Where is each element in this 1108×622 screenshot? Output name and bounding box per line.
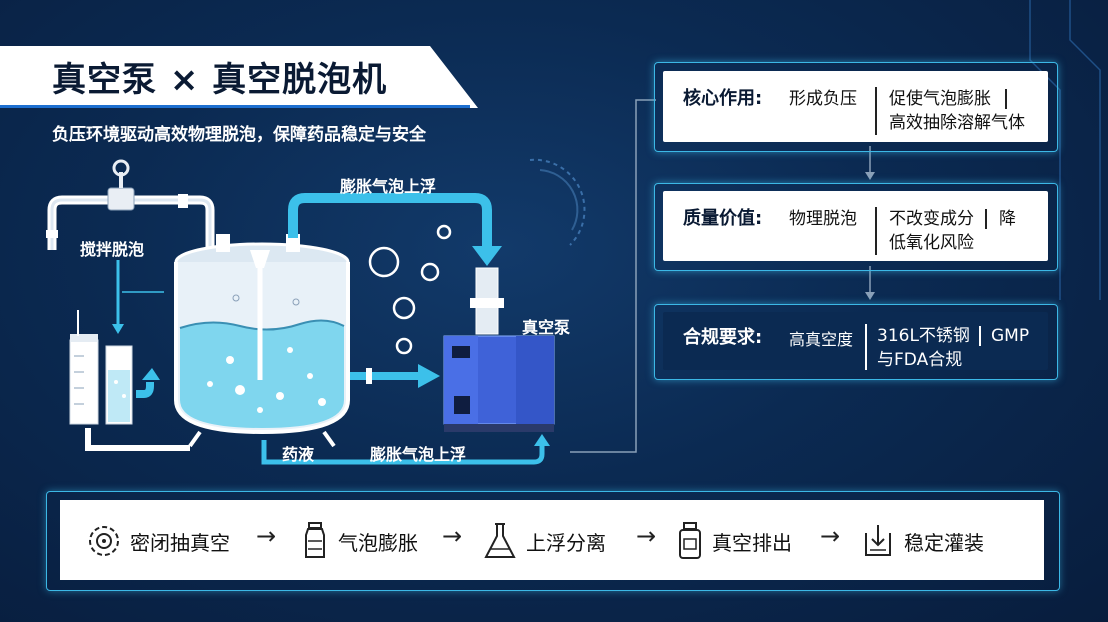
step-label: 稳定灌装: [904, 530, 984, 555]
title-banner: [0, 46, 478, 108]
flow-arrow-icon: [112, 324, 124, 334]
card-key: 核心作用:: [683, 88, 763, 109]
card-value: 与FDA合规: [877, 350, 963, 370]
process-step-2: 气泡膨胀: [300, 520, 418, 562]
deaeration-diagram: [46, 159, 555, 465]
step-label: 气泡膨胀: [338, 530, 418, 555]
card-value: 低氧化风险: [889, 233, 974, 253]
flow-line: [136, 382, 154, 398]
pipe-joint: [366, 368, 372, 384]
fill-tray-icon: [865, 525, 891, 556]
bubbles: [368, 224, 452, 355]
process-arrow: →: [636, 522, 657, 550]
return-pipe: [261, 440, 545, 465]
vacuum-pipe-top: [288, 193, 492, 250]
label-pump: 真空泵: [522, 318, 571, 337]
card-value: 形成负压: [789, 89, 857, 109]
card-value: 物理脱泡: [789, 209, 857, 229]
step-label: 密闭抽真空: [130, 530, 230, 555]
step-label: 上浮分离: [526, 530, 606, 555]
process-step-5: 稳定灌装: [860, 520, 984, 562]
vacuum-gear-icon: [89, 526, 119, 556]
card-key: 合规要求:: [683, 327, 763, 348]
card-value: 高真空度: [789, 330, 854, 349]
card-value: 316L不锈钢: [877, 326, 970, 346]
card-core: 核心作用: 形成负压 促使气泡膨胀 高效抽除溶解气体: [663, 71, 1048, 142]
process-arrow: →: [256, 522, 277, 550]
process-step-4: 真空排出: [676, 520, 792, 562]
pump-column: [470, 267, 504, 335]
vacuum-pump: [443, 335, 555, 432]
divider: [875, 207, 877, 255]
card-value: 不改变成分: [889, 209, 974, 229]
card-value: 促使气泡膨胀: [889, 89, 991, 109]
card-frame-compliance: [654, 304, 1058, 380]
flow-arrow-icon: [418, 364, 440, 388]
bottom-pipe: [85, 428, 190, 451]
divider: [875, 87, 877, 135]
flow-arrow-icon: [472, 246, 502, 266]
card-quality: 质量价值: 物理脱泡 不改变成分 降 低氧化风险: [663, 191, 1048, 261]
label-stir: 搅拌脱泡: [80, 240, 145, 259]
card-compliance: 合规要求: 高真空度 316L不锈钢 GMP 与FDA合规: [663, 312, 1048, 370]
pipe-joint: [178, 194, 188, 208]
graduated-cylinders: [69, 310, 133, 425]
flow-arrow-icon: [142, 368, 160, 380]
card-key: 质量价值:: [683, 208, 763, 229]
process-frame: [46, 491, 1060, 591]
label-rising-top: 膨胀气泡上浮: [340, 177, 437, 196]
pipe-joint: [46, 230, 58, 238]
divider: [865, 324, 867, 370]
process-bar: [60, 500, 1044, 580]
decor-arc-icon: [529, 158, 586, 246]
divider: [1005, 89, 1007, 109]
card-value: 降: [999, 209, 1016, 229]
card-value: GMP: [991, 326, 1030, 346]
page-subtitle: 负压环境驱动高效物理脱泡，保障药品稳定与安全: [52, 125, 426, 145]
flow-arrow-icon: [534, 434, 550, 446]
process-arrow: →: [820, 522, 841, 550]
card-frame-core: [654, 62, 1058, 152]
bottle-icon: [679, 522, 701, 559]
valve-icon: [107, 159, 135, 211]
page-title: 真空泵 × 真空脱泡机: [52, 60, 388, 100]
step-label: 真空排出: [712, 530, 792, 555]
mixing-tank: [174, 234, 350, 448]
divider: [985, 209, 987, 229]
flask-icon: [484, 523, 516, 558]
card-value: 高效抽除溶解气体: [889, 113, 1025, 133]
process-arrow: →: [442, 522, 463, 550]
card-frame-quality: [654, 183, 1058, 271]
process-step-1: 密闭抽真空: [86, 520, 230, 562]
divider: [979, 326, 981, 346]
label-rising-bottom: 膨胀气泡上浮: [370, 445, 467, 464]
process-step-3: 上浮分离: [482, 520, 606, 562]
vial-icon: [305, 522, 325, 558]
label-liquid: 药液: [282, 445, 315, 464]
